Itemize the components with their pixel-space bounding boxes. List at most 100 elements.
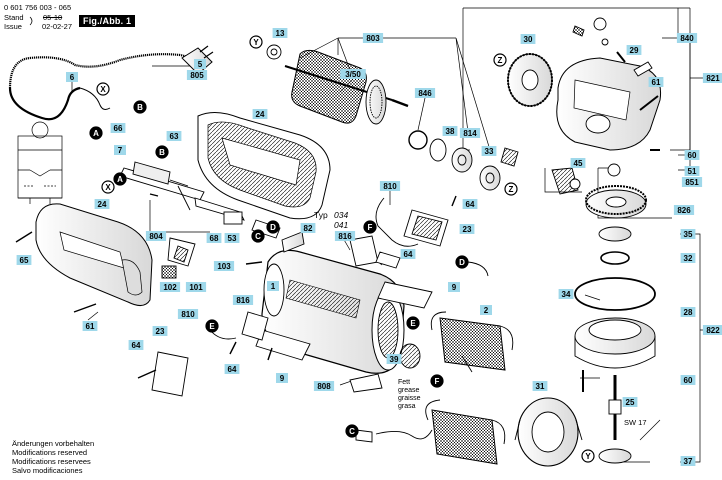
letter-badge-d: D <box>266 220 280 234</box>
callout-51: 51 <box>684 166 700 176</box>
letter-badge-label: D <box>270 223 276 232</box>
callout-label: 61 <box>86 322 95 331</box>
letter-badge-label: B <box>137 103 143 112</box>
callout-label: 1 <box>271 282 276 291</box>
callout-350: 3/50 <box>340 69 366 79</box>
callout-64d: 64 <box>224 364 240 374</box>
callout-label: 840 <box>680 34 694 43</box>
callout-label: 24 <box>98 200 107 209</box>
letter-badge-label: F <box>368 223 373 232</box>
wheel-guard-stack <box>574 226 656 464</box>
callout-13: 13 <box>272 28 288 38</box>
letter-badge-y: Y <box>581 449 595 463</box>
callout-label: 102 <box>163 283 177 292</box>
spacer-82 <box>281 231 305 253</box>
stand-value: 05-10 <box>43 13 63 22</box>
callout-804: 804 <box>145 231 167 241</box>
callout-label: 28 <box>684 308 693 317</box>
screws <box>15 193 457 379</box>
callout-6: 6 <box>66 72 78 82</box>
callout-103: 103 <box>213 261 235 271</box>
callout-label: 51 <box>688 167 697 176</box>
callout-803: 803 <box>362 33 384 43</box>
callout-label: 816 <box>236 296 250 305</box>
callout-label: 31 <box>536 382 545 391</box>
callout-816b: 816 <box>232 295 254 305</box>
callout-37: 37 <box>680 456 696 466</box>
letter-badge-label: D <box>459 258 465 267</box>
callout-label: 37 <box>684 457 693 466</box>
letter-badge-label: E <box>209 322 215 331</box>
letter-badge-label: Z <box>509 185 514 194</box>
callout-846: 846 <box>414 88 436 98</box>
callout-810a: 810 <box>379 181 401 191</box>
callout-31: 31 <box>532 381 548 391</box>
callout-label: 65 <box>20 256 29 265</box>
callout-label: 32 <box>684 254 693 263</box>
callout-label: 33 <box>485 147 494 156</box>
callout-68: 68 <box>206 233 222 243</box>
callout-821: 821 <box>702 73 722 83</box>
letter-badge-e: E <box>205 319 219 333</box>
callout-label: 814 <box>463 129 477 138</box>
callout-label: 64 <box>228 365 237 374</box>
power-cable <box>8 45 214 121</box>
callout-822: 822 <box>702 325 722 335</box>
callout-label: 6 <box>70 73 75 82</box>
letter-badge-label: X <box>100 85 106 94</box>
callout-24b: 24 <box>94 199 110 209</box>
callout-101: 101 <box>185 282 207 292</box>
part-number: 0 601 756 003 - 065 <box>4 3 72 12</box>
letter-badge-label: Z <box>498 56 503 65</box>
callout-label: 101 <box>189 283 203 292</box>
letter-badge-label: F <box>435 377 440 386</box>
name-plates <box>151 209 449 397</box>
callout-63: 63 <box>166 131 182 141</box>
callout-label: 29 <box>630 46 639 55</box>
callout-label: 25 <box>626 398 635 407</box>
typ-value-1: 034 <box>334 210 348 220</box>
letter-badge-e: E <box>406 316 420 330</box>
issue-label: Issue <box>4 22 22 31</box>
callout-label: 846 <box>418 89 432 98</box>
callout-label: 38 <box>446 127 455 136</box>
callout-66: 66 <box>110 123 126 133</box>
callout-label: 68 <box>210 234 219 243</box>
callout-label: 822 <box>706 326 720 335</box>
callout-808: 808 <box>313 381 335 391</box>
letter-badge-x: X <box>96 82 110 96</box>
letter-badge-label: A <box>93 129 99 138</box>
callout-label: 810 <box>181 310 195 319</box>
callout-label: 60 <box>688 151 697 160</box>
grease-fan <box>399 343 421 369</box>
grease-text-es: grasa <box>398 403 416 410</box>
footer-line-fr: Modifications reservees <box>12 457 91 466</box>
letter-badge-c: C <box>251 229 265 243</box>
letter-badge-f: F <box>363 220 377 234</box>
callout-label: 9 <box>280 374 285 383</box>
bearing-set <box>408 130 519 191</box>
callout-label: 821 <box>706 74 720 83</box>
callout-label: 805 <box>190 71 204 80</box>
typ-value-2: 041 <box>334 220 348 230</box>
callout-label: 60 <box>684 376 693 385</box>
armature <box>266 44 409 125</box>
callout-34: 34 <box>558 289 574 299</box>
letter-badge-label: Y <box>585 452 591 461</box>
callout-label: 3/50 <box>345 70 361 79</box>
callout-label: 30 <box>524 35 533 44</box>
callout-label: 64 <box>404 250 413 259</box>
letter-badge-x: X <box>101 180 115 194</box>
callout-61b: 61 <box>82 321 98 331</box>
callout-64a: 64 <box>462 199 478 209</box>
callout-64c: 64 <box>128 340 144 350</box>
callout-label: 804 <box>149 232 163 241</box>
callout-label: 63 <box>170 132 179 141</box>
grease-text-de: Fett <box>398 379 410 386</box>
callout-label: 808 <box>317 382 331 391</box>
housing-half-rear <box>35 203 153 306</box>
